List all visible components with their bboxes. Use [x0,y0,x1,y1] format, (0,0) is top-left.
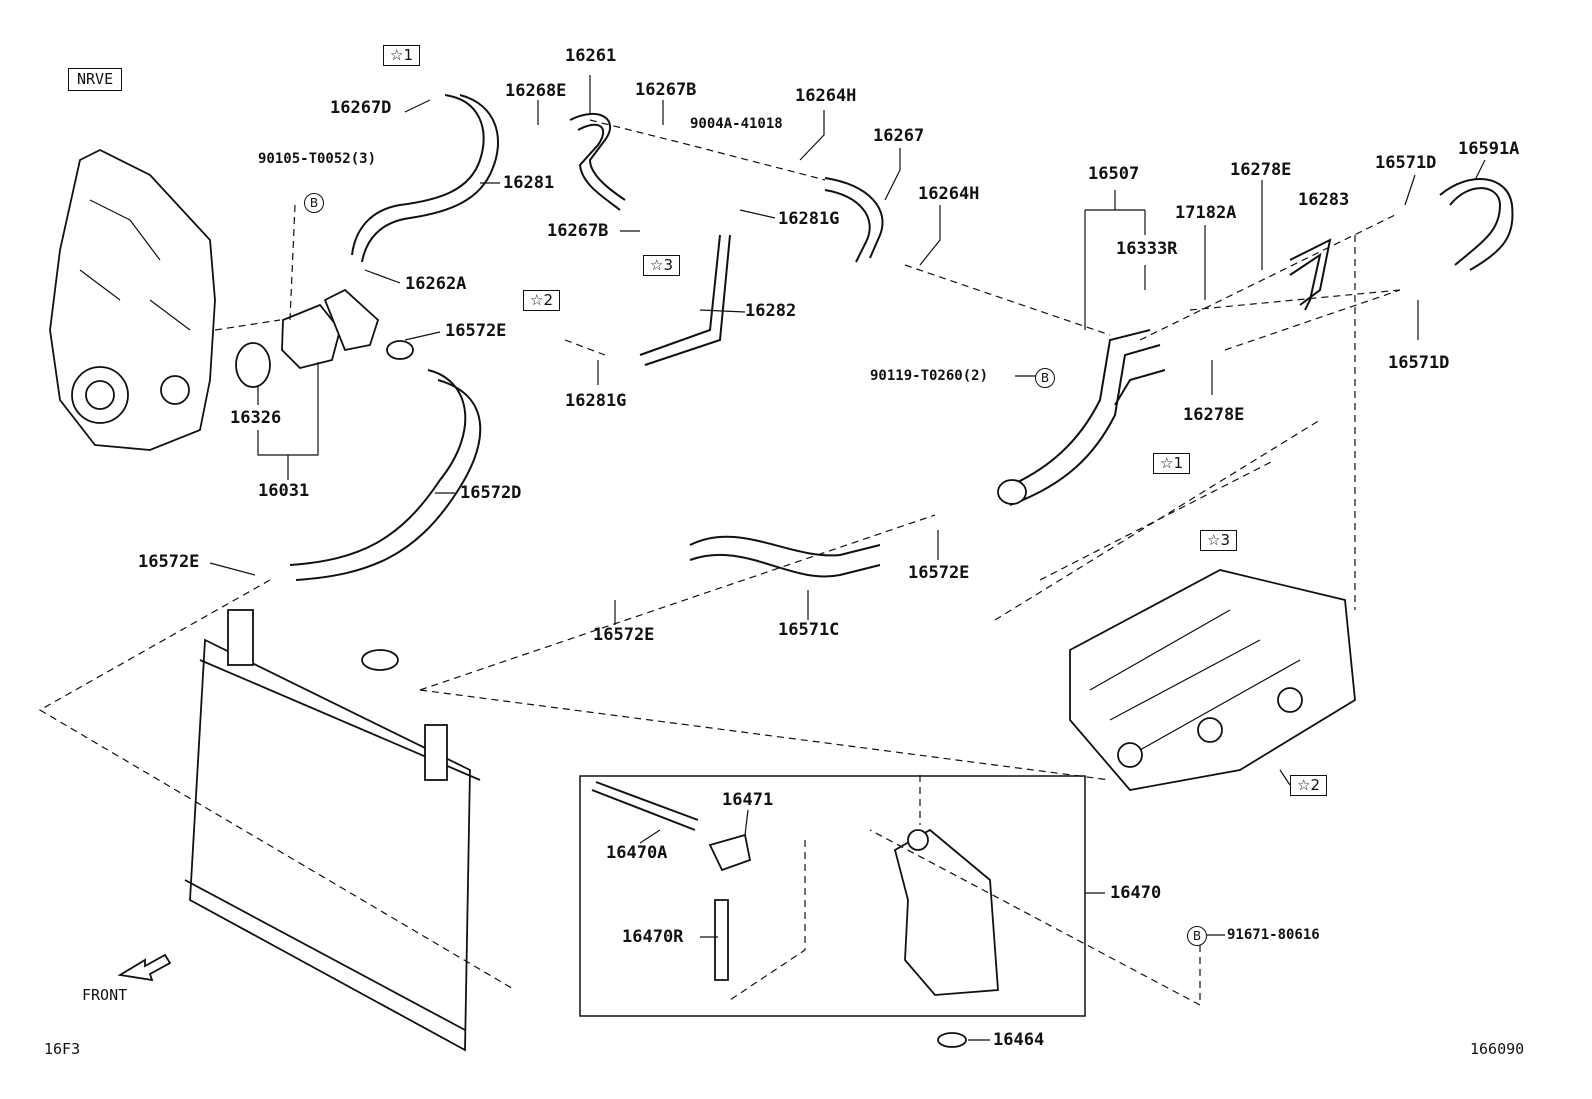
part-90105: 90105-T0052(3) [258,151,377,167]
part-16571D-top: 16571D [1375,153,1437,173]
part-16264H-right: 16264H [918,184,980,204]
part-16264H-top: 16264H [795,86,857,106]
part-16278E-low: 16278E [1183,405,1245,425]
part-16572E-low: 16572E [593,625,655,645]
part-16268E: 16268E [505,81,567,101]
part-16507: 16507 [1088,164,1140,184]
ref-star-1-top: ☆1 [383,45,420,66]
part-16464: 16464 [993,1030,1045,1050]
ref-b-mid: B [1035,368,1055,388]
front-label: FRONT [82,986,128,1004]
part-16572D: 16572D [460,483,522,503]
part-16470: 16470 [1110,883,1162,903]
part-16591A: 16591A [1458,139,1520,159]
figure-code: 16F3 [44,1040,81,1058]
part-16281: 16281 [503,173,555,193]
engine-code-label: NRVE [68,68,123,91]
part-16262A: 16262A [405,274,467,294]
part-16278E-top: 16278E [1230,160,1292,180]
part-90119: 90119-T0260(2) [870,368,989,384]
front-arrow [117,953,172,982]
ref-b-low: B [1187,926,1207,946]
part-16031: 16031 [258,481,310,501]
part-16281G-mid: 16281G [778,209,840,229]
reservoir-box [579,775,1086,1048]
part-91671: 91671-80616 [1227,927,1320,943]
part-16571D-low: 16571D [1388,353,1450,373]
figure-number: 166090 [1470,1040,1525,1058]
part-16572E-left: 16572E [138,552,200,572]
part-16470R: 16470R [622,927,684,947]
bypass-pipe-illustration [997,329,1166,506]
part-16333R: 16333R [1116,239,1178,259]
part-16572E-mid: 16572E [908,563,970,583]
ref-star-2-right: ☆2 [1290,775,1327,796]
timing-cover-illustration [49,148,216,451]
part-16326: 16326 [230,408,282,428]
cylinder-head-illustration [1069,569,1356,791]
part-16470A: 16470A [606,843,668,863]
ref-star-3-mid: ☆3 [643,255,680,276]
part-16283: 16283 [1298,190,1350,210]
ref-b-top: B [304,193,324,213]
part-16267D: 16267D [330,98,392,118]
part-16267B-mid: 16267B [547,221,609,241]
assembly-lines [38,119,1401,1006]
leader-lines [209,75,1486,1041]
part-16267: 16267 [873,126,925,146]
part-16572E-top: 16572E [445,321,507,341]
hoses [289,94,1514,581]
part-16261: 16261 [565,46,617,66]
water-outlet-illustration [235,288,414,388]
radiator-illustration [184,609,481,1052]
part-16267B-top: 16267B [635,80,697,100]
part-16281G-low: 16281G [565,391,627,411]
part-9004A: 9004A-41018 [690,116,783,132]
part-17182A: 17182A [1175,203,1237,223]
ref-star-3-right: ☆3 [1200,530,1237,551]
part-16282: 16282 [745,301,797,321]
part-16571C: 16571C [778,620,840,640]
part-16471: 16471 [722,790,774,810]
ref-star-1-right: ☆1 [1153,453,1190,474]
ref-star-2-left: ☆2 [523,290,560,311]
